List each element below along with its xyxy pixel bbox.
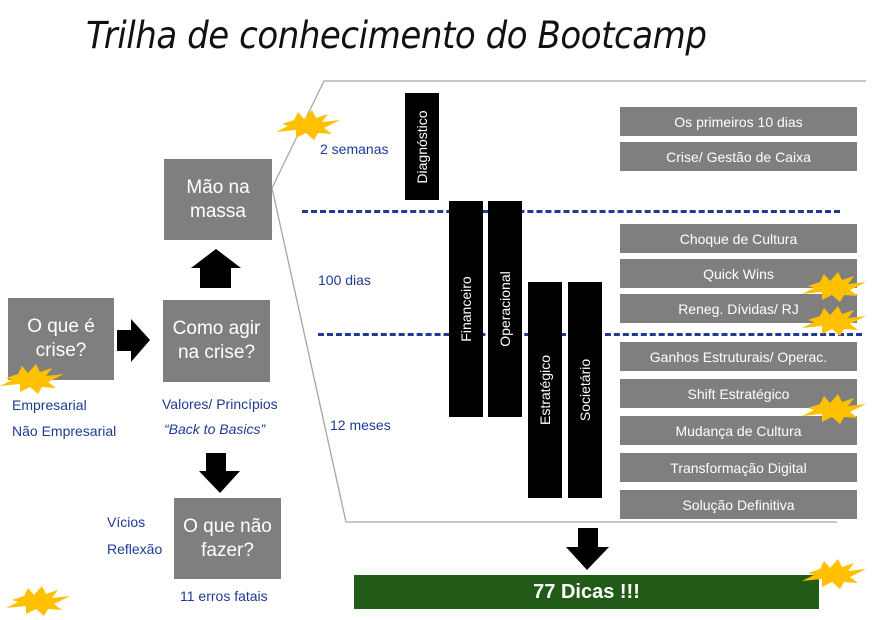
pillar-label: Diagnóstico xyxy=(414,109,430,184)
topic-mudanca-cultura: Mudança de Cultura xyxy=(620,416,857,445)
topic-quick-wins: Quick Wins xyxy=(620,259,857,288)
topic-ganhos-estruturais: Ganhos Estruturais/ Operac. xyxy=(620,342,857,371)
pillar-financeiro: Financeiro xyxy=(449,201,483,417)
box-how-line2: na crise? xyxy=(177,342,256,363)
box-what-is-crisis: O que é crise? xyxy=(8,298,114,380)
box-what-line2: crise? xyxy=(35,340,87,361)
starburst-icon xyxy=(6,586,70,616)
pillar-operacional: Operacional xyxy=(488,201,522,417)
note-valores: Valores/ Princípios xyxy=(162,396,278,412)
box-dont-line1: O que não xyxy=(183,515,272,537)
topic-shift-estrategico: Shift Estratégico xyxy=(620,379,857,408)
pillar-label: Operacional xyxy=(497,271,513,347)
arrow-down-icon xyxy=(199,453,240,493)
pillar-label: Estratégico xyxy=(537,354,553,426)
topic-solucao-definitiva: Solução Definitiva xyxy=(620,490,857,519)
topic-primeiros-10-dias: Os primeiros 10 dias xyxy=(620,107,857,136)
starburst-icon xyxy=(276,110,340,140)
topic-reneg-dividas: Reneg. Dívidas/ RJ xyxy=(620,294,857,323)
separator-2weeks-100days xyxy=(302,210,840,213)
box-hands-line2: massa xyxy=(190,200,246,222)
arrow-up-icon xyxy=(191,249,241,288)
pillar-societario: Societário xyxy=(568,282,602,498)
pillar-estrategico: Estratégico xyxy=(528,282,562,498)
note-nao-empresarial: Não Empresarial xyxy=(12,423,117,439)
box-hands-line1: Mão na xyxy=(186,176,250,198)
phase-2-semanas: 2 semanas xyxy=(320,141,389,157)
note-empresarial: Empresarial xyxy=(12,397,87,413)
box-how-to-act: Como agir na crise? xyxy=(163,300,270,382)
arrow-right-icon xyxy=(117,319,150,362)
result-77-dicas: 77 Dicas !!! xyxy=(354,575,819,609)
arrow-down-result-icon xyxy=(566,528,609,570)
phase-12-meses: 12 meses xyxy=(330,417,391,433)
note-back-to-basics: “Back to Basics” xyxy=(164,421,266,437)
topic-choque-cultura: Choque de Cultura xyxy=(620,224,857,253)
phase-100-dias: 100 dias xyxy=(318,272,371,288)
topic-gestao-caixa: Crise/ Gestão de Caixa xyxy=(620,142,857,171)
topic-transformacao-digital: Transformação Digital xyxy=(620,453,857,482)
pillar-diagnostico: Diagnóstico xyxy=(405,93,439,200)
box-how-line1: Como agir xyxy=(172,318,261,339)
note-vicios: Vícios xyxy=(107,514,146,530)
note-reflexao: Reflexão xyxy=(107,541,163,557)
box-what-line1: O que é xyxy=(27,316,95,337)
pillar-label: Societário xyxy=(577,358,593,422)
note-11-erros: 11 erros fatais xyxy=(180,588,268,604)
box-dont-line2: fazer? xyxy=(201,539,254,561)
pillar-label: Financeiro xyxy=(458,276,474,342)
page-title: Trilha de conhecimento do Bootcamp xyxy=(86,14,707,57)
